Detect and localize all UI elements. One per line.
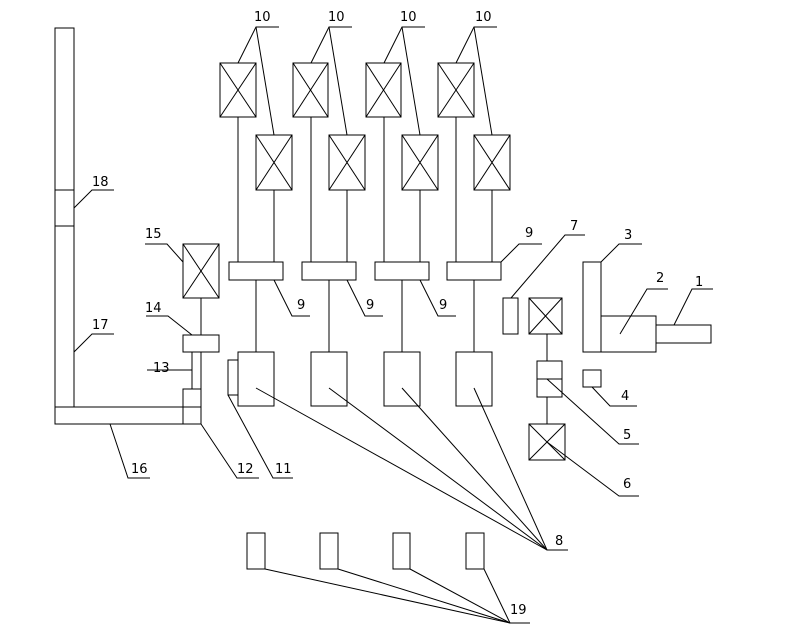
plate-3 — [582, 261, 602, 353]
module-4 — [437, 62, 511, 407]
label-2: 2 — [656, 271, 664, 286]
module-2 — [292, 62, 366, 407]
label-8: 8 — [555, 534, 563, 549]
valve-box-10-lower — [255, 134, 293, 191]
label-9: 9 — [366, 298, 374, 313]
valve-box-10-upper — [219, 62, 257, 118]
block-19 — [392, 532, 411, 570]
label-17: 17 — [92, 318, 109, 333]
container-8 — [455, 351, 493, 407]
label-15: 15 — [145, 227, 162, 242]
part-labels: 10 10 10 10 9 9 9 9 8 19 18 17 16 12 11 … — [92, 10, 703, 618]
body-2 — [600, 315, 657, 353]
label-5: 5 — [623, 428, 631, 443]
valve-box-15 — [182, 243, 220, 299]
block-19 — [465, 532, 485, 570]
container-8 — [310, 351, 348, 407]
label-7: 7 — [570, 219, 578, 234]
leader-lines — [73, 26, 713, 624]
clamp-14 — [182, 334, 220, 353]
manifold-9 — [374, 261, 430, 281]
container-8 — [383, 351, 421, 407]
label-9: 9 — [439, 298, 447, 313]
shaft-1 — [655, 324, 712, 344]
valve-box-10-upper — [437, 62, 475, 118]
block-19 — [246, 532, 266, 570]
label-14: 14 — [145, 301, 162, 316]
sensor-11 — [227, 359, 239, 396]
manifold-9 — [228, 261, 284, 281]
label-11: 11 — [275, 462, 292, 477]
coupling-5 — [536, 360, 563, 398]
manifold-9 — [301, 261, 357, 281]
valve-box-10-lower — [473, 134, 511, 191]
label-10: 10 — [328, 10, 345, 25]
block-4 — [582, 369, 602, 388]
column-section-18 — [55, 189, 74, 227]
valve-box-10-upper — [292, 62, 329, 118]
label-13: 13 — [153, 361, 170, 376]
label-9: 9 — [525, 226, 533, 241]
block-7 — [502, 297, 519, 335]
container-8 — [237, 351, 275, 407]
manifold-9 — [446, 261, 502, 281]
label-19: 19 — [510, 603, 527, 618]
label-10: 10 — [400, 10, 417, 25]
label-16: 16 — [131, 462, 148, 477]
label-9: 9 — [297, 298, 305, 313]
valve-box-10-lower — [328, 134, 366, 191]
valve-box-10-upper — [365, 62, 402, 118]
block-19 — [319, 532, 339, 570]
label-1: 1 — [695, 275, 703, 290]
label-10: 10 — [475, 10, 492, 25]
module-1 — [219, 62, 293, 407]
base-rail-16 — [54, 406, 202, 425]
label-3: 3 — [624, 228, 632, 243]
label-12: 12 — [237, 462, 254, 477]
label-4: 4 — [621, 389, 629, 404]
label-6: 6 — [623, 477, 631, 492]
label-18: 18 — [92, 175, 109, 190]
valve-box-10-lower — [401, 134, 439, 191]
valve-box-upper-right — [528, 297, 563, 335]
module-3 — [365, 62, 439, 407]
rod-13 — [191, 351, 202, 390]
vertical-column-17 — [54, 27, 75, 408]
label-10: 10 — [254, 10, 271, 25]
